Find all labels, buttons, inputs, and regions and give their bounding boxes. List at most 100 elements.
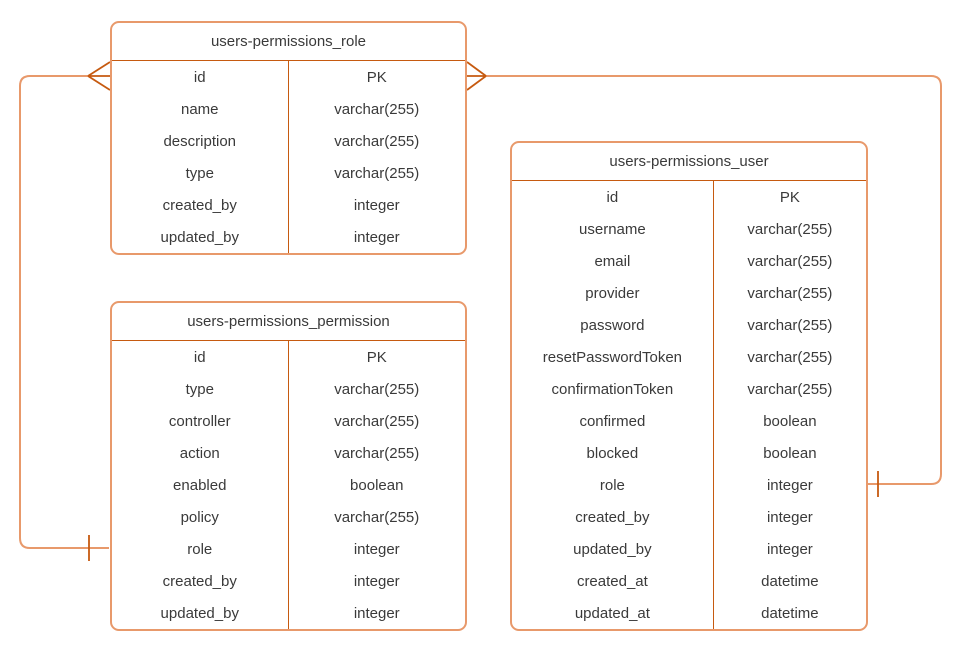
field-type-cell: integer: [353, 604, 400, 622]
field-type-cell: PK: [366, 68, 387, 86]
table-rows: id PK type varchar(255) controller varchar(25…: [112, 341, 465, 629]
table-row: created_by integer: [512, 501, 866, 533]
table-row: type varchar(255): [112, 373, 465, 405]
table-row: confirmed boolean: [512, 405, 866, 437]
field-name-cell: updated_by: [112, 597, 289, 629]
entity-table-users-permissions-permission[interactable]: users-permissions_permission id PK type var…: [110, 301, 467, 631]
field-type-cell: integer: [353, 196, 400, 214]
field-name-cell: updated_at: [512, 597, 714, 629]
table-row: role integer: [112, 533, 465, 565]
field-name-cell: confirmationToken: [512, 373, 714, 405]
field-name-cell: updated_by: [112, 221, 289, 253]
field-type-cell: varchar(255): [747, 316, 833, 334]
field-name-cell: created_by: [112, 565, 289, 597]
table-title: users-permissions_user: [512, 143, 866, 181]
relationship-role-user-many-crowsfoot-marker: [466, 61, 487, 91]
relationship-role-permission-path[interactable]: [19, 75, 109, 549]
field-name-cell: resetPasswordToken: [512, 341, 714, 373]
table-row: id PK: [112, 341, 465, 373]
field-name-cell: created_by: [112, 189, 289, 221]
field-name-cell: blocked: [512, 437, 714, 469]
table-row: policy varchar(255): [112, 501, 465, 533]
field-name-cell: id: [112, 61, 289, 93]
field-type-cell: integer: [766, 540, 813, 558]
field-name-cell: controller: [112, 405, 289, 437]
field-type-cell: varchar(255): [747, 348, 833, 366]
field-name-cell: username: [512, 213, 714, 245]
field-name-cell: action: [112, 437, 289, 469]
field-name-cell: password: [512, 309, 714, 341]
table-row: action varchar(255): [112, 437, 465, 469]
table-row: id PK: [112, 61, 465, 93]
table-row: resetPasswordToken varchar(255): [512, 341, 866, 373]
entity-table-users-permissions-role[interactable]: users-permissions_role id PK name varchar(2…: [110, 21, 467, 255]
field-name-cell: policy: [112, 501, 289, 533]
table-row: username varchar(255): [512, 213, 866, 245]
table-row: id PK: [512, 181, 866, 213]
field-type-cell: PK: [779, 188, 800, 206]
field-name-cell: email: [512, 245, 714, 277]
field-type-cell: varchar(255): [334, 100, 420, 118]
field-name-cell: enabled: [112, 469, 289, 501]
table-row: provider varchar(255): [512, 277, 866, 309]
table-row: email varchar(255): [512, 245, 866, 277]
field-name-cell: name: [112, 93, 289, 125]
field-type-cell: datetime: [761, 604, 819, 622]
field-name-cell: type: [112, 157, 289, 189]
table-row: type varchar(255): [112, 157, 465, 189]
relationship-role-user-path[interactable]: [486, 75, 942, 485]
table-row: updated_by integer: [112, 221, 465, 253]
table-row: enabled boolean: [112, 469, 465, 501]
entity-table-users-permissions-user[interactable]: users-permissions_user id PK username varch…: [510, 141, 868, 631]
field-type-cell: varchar(255): [747, 380, 833, 398]
field-type-cell: varchar(255): [334, 164, 420, 182]
field-name-cell: type: [112, 373, 289, 405]
table-row: confirmationToken varchar(255): [512, 373, 866, 405]
field-type-cell: varchar(255): [334, 132, 420, 150]
field-type-cell: boolean: [763, 412, 817, 430]
table-row: created_at datetime: [512, 565, 866, 597]
field-name-cell: created_by: [512, 501, 714, 533]
field-type-cell: integer: [353, 228, 400, 246]
field-type-cell: integer: [766, 508, 813, 526]
table-row: updated_at datetime: [512, 597, 866, 629]
field-type-cell: varchar(255): [747, 284, 833, 302]
field-type-cell: varchar(255): [334, 380, 420, 398]
field-name-cell: created_at: [512, 565, 714, 597]
table-rows: id PK username varchar(255) email varchar(255…: [512, 181, 866, 629]
table-row: updated_by integer: [512, 533, 866, 565]
table-row: controller varchar(255): [112, 405, 465, 437]
field-type-cell: boolean: [763, 444, 817, 462]
field-type-cell: varchar(255): [334, 412, 420, 430]
field-name-cell: role: [112, 533, 289, 565]
field-type-cell: varchar(255): [334, 444, 420, 462]
field-name-cell: confirmed: [512, 405, 714, 437]
field-type-cell: integer: [766, 476, 813, 494]
table-rows: id PK name varchar(255) description varchar(2…: [112, 61, 465, 253]
table-title: users-permissions_permission: [112, 303, 465, 341]
table-row: password varchar(255): [512, 309, 866, 341]
field-name-cell: description: [112, 125, 289, 157]
field-name-cell: updated_by: [512, 533, 714, 565]
table-row: updated_by integer: [112, 597, 465, 629]
field-type-cell: integer: [353, 540, 400, 558]
field-type-cell: varchar(255): [334, 508, 420, 526]
field-type-cell: varchar(255): [747, 220, 833, 238]
field-type-cell: varchar(255): [747, 252, 833, 270]
field-name-cell: id: [112, 341, 289, 373]
field-name-cell: role: [512, 469, 714, 501]
table-row: created_by integer: [112, 189, 465, 221]
table-row: description varchar(255): [112, 125, 465, 157]
relationship-role-permission-many-crowsfoot-marker: [87, 61, 111, 91]
field-name-cell: id: [512, 181, 714, 213]
table-title: users-permissions_role: [112, 23, 465, 61]
field-name-cell: provider: [512, 277, 714, 309]
field-type-cell: PK: [366, 348, 387, 366]
field-type-cell: datetime: [761, 572, 819, 590]
field-type-cell: boolean: [350, 476, 404, 494]
table-row: blocked boolean: [512, 437, 866, 469]
table-row: name varchar(255): [112, 93, 465, 125]
